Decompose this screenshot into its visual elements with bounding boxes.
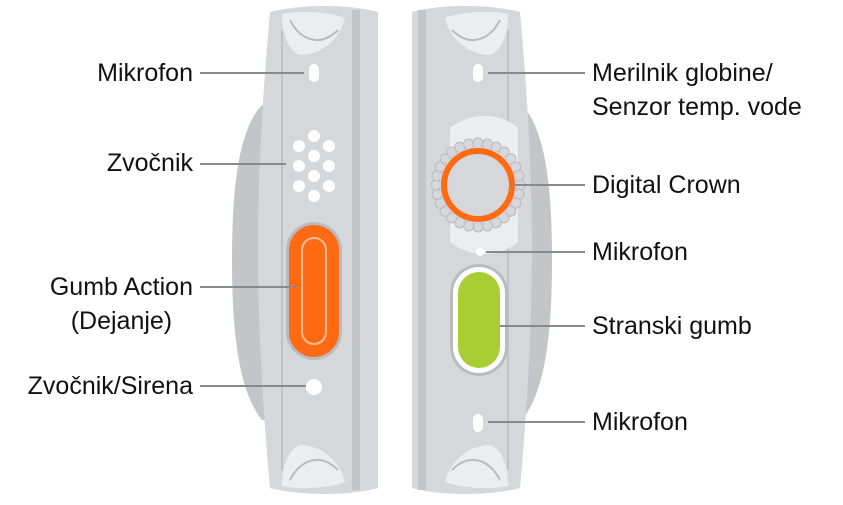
label-depth-line2: Senzor temp. vode — [592, 93, 802, 121]
crown-tooth — [446, 212, 458, 224]
right-case-groove — [418, 10, 426, 490]
label-action-line1: Gumb Action — [49, 273, 193, 301]
leader-lines — [200, 72, 585, 423]
label-depth-gauge: Merilnik globine/ Senzor temp. vode — [592, 58, 802, 122]
depth-gauge-hole — [473, 64, 483, 82]
label-depth-line1: Merilnik globine/ — [592, 59, 773, 87]
crown-tooth — [505, 205, 517, 217]
speaker-grille-icon — [293, 130, 335, 202]
left-microphone-hole — [309, 64, 319, 82]
label-crown: Digital Crown — [592, 171, 741, 199]
crown-tooth — [446, 146, 458, 158]
label-siren: Zvočnik/Sirena — [27, 372, 193, 400]
crown-tooth — [430, 179, 442, 191]
label-speaker: Zvočnik — [106, 149, 193, 177]
right-watch-side — [412, 6, 552, 494]
crown-tooth — [472, 221, 484, 233]
crown-tooth — [439, 153, 451, 165]
crown-tooth — [498, 212, 510, 224]
side-button — [450, 264, 508, 376]
crown-tooth — [498, 146, 510, 158]
label-action-button: Gumb Action (Dejanje) — [50, 272, 193, 336]
crown-tooth — [439, 205, 451, 217]
crown-tooth — [472, 137, 484, 149]
left-watch-side — [232, 6, 378, 494]
left-case-groove — [352, 10, 360, 490]
label-right-microphone-mid: Mikrofon — [592, 238, 688, 266]
siren-hole — [306, 379, 322, 395]
label-side-button: Stranski gumb — [592, 312, 752, 340]
digital-crown-icon — [430, 137, 526, 233]
label-right-microphone-bottom: Mikrofon — [592, 408, 688, 436]
right-microphone-mid-hole — [476, 248, 484, 256]
action-button — [286, 222, 342, 360]
label-left-microphone: Mikrofon — [97, 59, 193, 87]
label-action-line2: (Dejanje) — [70, 307, 173, 335]
crown-tooth — [505, 153, 517, 165]
right-microphone-bottom-hole — [473, 414, 483, 432]
